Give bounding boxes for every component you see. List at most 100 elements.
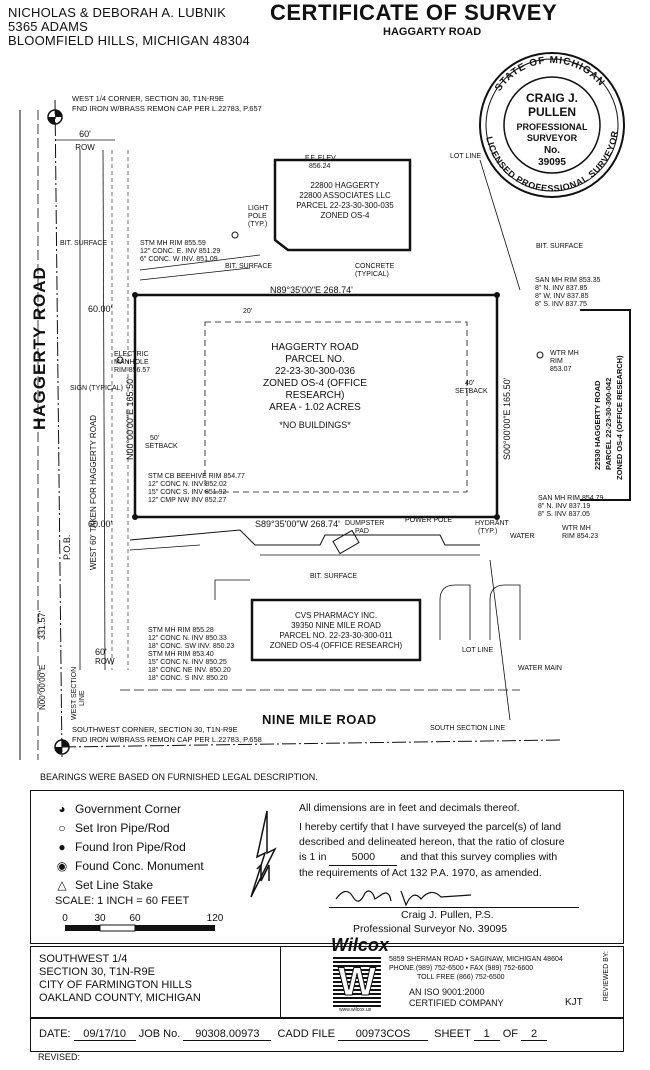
north-building: 22800 HAGGERTY 22800 ASSOCIATES LLC PARC… xyxy=(273,158,412,252)
document-title: CERTIFICATE OF SURVEY xyxy=(270,0,558,25)
electric-2: MANHOLE xyxy=(114,359,149,366)
stm-mh3-4: STM MH RIM 853.40 xyxy=(148,651,214,658)
location-line: CITY OF FARMINGTON HILLS xyxy=(39,979,193,991)
setback-word-e: SETBACK xyxy=(455,388,488,395)
surveyor-seal: STATE OF MICHIGAN LICENSED PROFESSIONAL … xyxy=(479,52,625,198)
cert-line-2: I hereby certify that I have surveyed th… xyxy=(299,821,562,833)
north-bldg-1: 22800 HAGGERTY xyxy=(310,181,380,190)
legend-item: ●Found Iron Pipe/Rod xyxy=(55,837,204,856)
sw-corner-label: SOUTHWEST CORNER, SECTION 30, T1N-R9E xyxy=(72,725,238,734)
certification-text: All dimensions are in feet and decimals … xyxy=(299,801,617,881)
hydrant-2: (TYP.) xyxy=(478,528,497,535)
cvs-1: CVS PHARMACY INC. xyxy=(295,611,377,620)
san-mh-3: 8" W. INV 837.85 xyxy=(535,293,589,300)
stm-mh3-5: 15" CONC N. INV 850.25 xyxy=(148,659,227,666)
dim-60-bot: 60.00' xyxy=(88,519,113,529)
light-pole-3: (TYP.) xyxy=(248,221,267,228)
west-section-2: LINE xyxy=(79,690,86,706)
line-stake-icon: △ xyxy=(57,877,67,892)
iso-line: AN ISO 9001:2000 xyxy=(409,987,485,997)
location-line: SOUTHWEST 1/4 xyxy=(39,953,128,965)
stm-cb-2: 12" CONC N. INV 852.02 xyxy=(148,481,227,488)
north-bearing: N89°35'00"E 268.74' xyxy=(270,285,353,295)
legend-list: ◕Government Corner ○Set Iron Pipe/Rod ●F… xyxy=(55,799,204,894)
scale-tick: 60 xyxy=(129,913,141,924)
west-60-taken: WEST 60' TAKEN FOR HAGGERTY ROAD xyxy=(89,415,98,570)
survey-map: STATE OF MICHIGAN LICENSED PROFESSIONAL … xyxy=(19,52,631,761)
lot-line-s: LOT LINE xyxy=(462,647,493,654)
light-pole-2: POLE xyxy=(248,213,267,220)
san-mh-1: SAN MH RIM 853.35 xyxy=(535,277,600,284)
legend-item: ○Set Iron Pipe/Rod xyxy=(55,818,204,837)
nw-corner-label2: FND IRON W/BRASS REMON CAP PER L.22783, … xyxy=(72,104,262,113)
bit-surface-s: BIT. SURFACE xyxy=(310,573,357,580)
company-address: 5859 SHERMAN ROAD • SAGINAW, MICHIGAN 48… xyxy=(389,956,563,963)
setback-word-w: SETBACK xyxy=(145,443,178,450)
set-iron-pipe-icon: ○ xyxy=(58,820,66,835)
setback-area xyxy=(204,321,468,493)
legend-item: △ Set Line Stake xyxy=(55,875,204,894)
client-address: 5365 ADAMS xyxy=(8,19,89,34)
setback-40: 40' xyxy=(465,380,474,387)
cadd-label: CADD FILE xyxy=(277,1028,335,1040)
wtr-mh2-2: RIM 854.23 xyxy=(562,533,598,540)
n00-label: N00°00'00"E xyxy=(38,665,47,710)
seal-role1: PROFESSIONAL xyxy=(516,122,588,132)
north-arrow-icon xyxy=(250,810,277,898)
government-corner-icon: ◕ xyxy=(58,801,66,816)
parcel-line-7: *NO BUILDINGS* xyxy=(279,420,351,430)
gas-sign: SIGN (TYPICAL) xyxy=(70,385,123,392)
wtr-mh-1: WTR MH xyxy=(550,350,579,357)
scale-tick: 30 xyxy=(94,913,106,924)
nw-corner-label: WEST 1/4 CORNER, SECTION 30, T1N-R9E xyxy=(72,94,224,103)
setback-20: 20' xyxy=(243,308,252,315)
haggerty-road-label: HAGGERTY ROAD xyxy=(30,266,49,430)
seal-no: No. xyxy=(544,145,560,156)
company-name: Wilcox xyxy=(331,935,389,955)
location-line: SECTION 30, T1N-R9E xyxy=(39,966,155,978)
stm-mh3-2: 12" CONC N. INV 850.33 xyxy=(148,635,227,642)
stm-mh-3: 6" CONC. W INV. 851.09 xyxy=(140,256,218,263)
san-mh-2: 8" N. INV 837.85 xyxy=(535,285,587,292)
signer-name: Craig J. Pullen, P.S. xyxy=(401,909,494,921)
company-tollfree: TOLL FREE (866) 752-6500 xyxy=(417,974,505,981)
parcel-line-5: RESEARCH) xyxy=(286,390,345,401)
concrete-1: CONCRETE xyxy=(355,263,395,270)
stm-mh3-7: 18" CONC. S INV. 850.20 xyxy=(148,675,228,682)
total-sheets: 2 xyxy=(521,1028,548,1041)
stm-mh3-6: 18" CONC NE INV. 850.20 xyxy=(148,667,231,674)
client-name: NICHOLAS & DEBORAH A. LUBNIK xyxy=(8,5,226,20)
cert-line-5: the requirements of Act 132 P.A. 1970, a… xyxy=(299,867,542,879)
job-label: JOB No. xyxy=(138,1028,181,1040)
cert-line-1: All dimensions are in feet and decimals … xyxy=(299,802,520,814)
dim-60-top: 60.00' xyxy=(88,304,113,314)
light-pole-1: LIGHT xyxy=(248,205,269,212)
footer: DATE: 09/17/10 JOB No. 90308.00973 CADD … xyxy=(30,1018,624,1052)
water-main: WATER MAIN xyxy=(518,665,562,672)
signature xyxy=(335,890,472,907)
row-label: ROW xyxy=(75,143,95,152)
cvs-3: PARCEL NO. 22-23-30-300-011 xyxy=(279,631,393,640)
cert-line-3: described and delineated hereon, that th… xyxy=(299,836,565,848)
found-iron-pipe-icon: ● xyxy=(58,839,66,854)
title-block: SOUTHWEST 1/4 SECTION 30, T1N-R9E CITY O… xyxy=(30,935,624,1018)
stm-mh3-3: 18" CONC. SW INV. 850.23 xyxy=(148,643,234,650)
iso-block: AN ISO 9001:2000 CERTIFIED COMPANY xyxy=(409,987,504,1009)
date-value: 09/17/10 xyxy=(73,1028,136,1041)
parcel-boundary xyxy=(133,293,499,519)
seal-name1: CRAIG J. xyxy=(526,91,578,105)
east-bldg-3: ZONED OS-4 (OFFICE RESEARCH) xyxy=(615,355,624,480)
south-bearing: S89°35'00"W 268.74' xyxy=(255,519,340,529)
sheet-label: SHEET xyxy=(434,1028,471,1040)
company-contact: 5859 SHERMAN ROAD • SAGINAW, MICHIGAN 48… xyxy=(389,955,563,982)
concrete-2: (TYPICAL) xyxy=(355,271,389,278)
cert-line-4: is 1 in 5000 and that this survey compli… xyxy=(299,850,617,866)
west-bearing: N00°00'00"E 165.50' xyxy=(125,377,135,460)
scale-tick: 0 xyxy=(62,913,68,924)
reviewed-by: REVIEWED BY: xyxy=(603,951,610,1002)
of-label: OF xyxy=(502,1028,519,1040)
south-section: SOUTH SECTION LINE xyxy=(430,725,505,732)
seal-name2: PULLEN xyxy=(528,105,576,119)
legend-label: Set Line Stake xyxy=(75,877,154,892)
water-label: WATER xyxy=(510,533,535,540)
